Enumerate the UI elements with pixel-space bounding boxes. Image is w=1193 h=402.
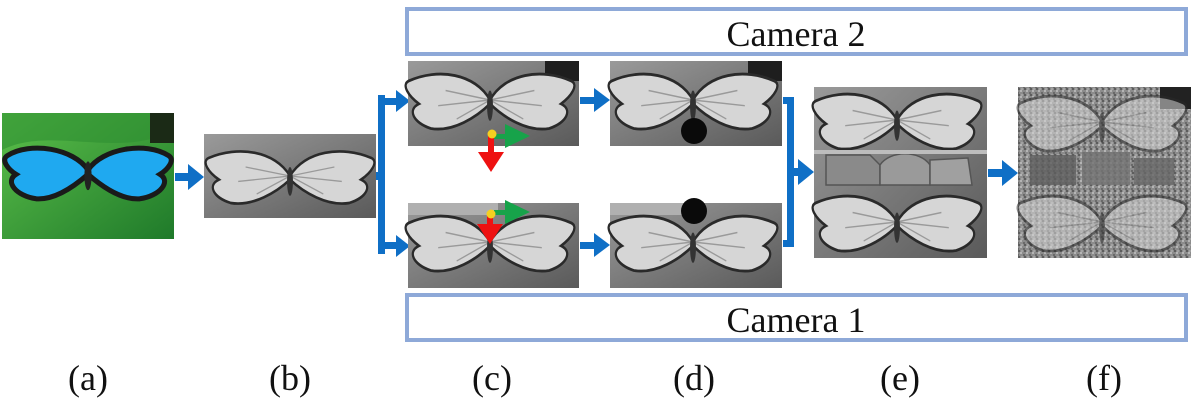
stitched-panorama-icon [811, 87, 987, 258]
caption-a: (a) [68, 358, 108, 398]
camera-2-frame [405, 7, 1188, 56]
grayscale-butterfly-icon [204, 134, 376, 218]
motion-vector-arrows-icon [477, 200, 530, 244]
camera-1-label: Camera 1 [727, 300, 866, 340]
motion-vector-arrows-icon [478, 124, 530, 172]
caption-e: (e) [880, 358, 920, 398]
caption-d: (d) [673, 358, 715, 398]
merge-arrow-d-to-e [783, 97, 814, 247]
caption-f: (f) [1086, 358, 1122, 398]
arrow-e-to-f [988, 160, 1018, 186]
camera-2-label: Camera 2 [727, 14, 866, 54]
noise-residual-icon [1016, 87, 1191, 258]
caption-c: (c) [472, 358, 512, 398]
arrow-c-to-d-top [580, 88, 610, 112]
arrow-a-to-b [175, 164, 204, 190]
caption-b: (b) [269, 358, 311, 398]
butterfly-photo-icon [2, 113, 174, 239]
camera-2-occluded-view [607, 61, 782, 146]
branch-arrow-b-to-c [376, 90, 410, 257]
arrow-c-to-d-bottom [580, 233, 610, 257]
camera-1-occluded-view [607, 198, 782, 288]
occlusion-dot-icon [681, 198, 707, 224]
camera-1-frame [405, 293, 1188, 342]
occlusion-dot-icon [681, 118, 707, 144]
